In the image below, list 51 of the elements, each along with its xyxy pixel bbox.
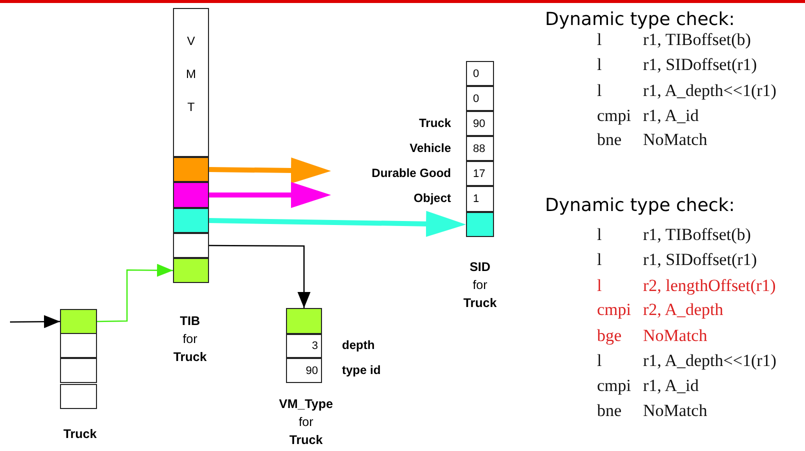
field-label: Truck: [418, 116, 451, 130]
caption: SID for Truck: [462, 259, 498, 312]
code-line: l r1, A_depth<<1(r1): [597, 81, 776, 101]
arrow: [96, 264, 173, 322]
field-label: type id: [342, 362, 381, 376]
caption: TIB for Truck: [172, 313, 208, 366]
code-line: l r1, SIDoffset(r1): [597, 55, 757, 75]
memory-cell: 90: [466, 111, 494, 136]
code-line: l r2, lengthOffset(r1): [597, 276, 776, 296]
memory-cell: [173, 157, 209, 182]
arrow: [209, 244, 310, 308]
caption: VM_Type for Truck: [278, 396, 334, 449]
memory-cell: [173, 182, 209, 208]
memory-cell: [173, 258, 209, 283]
code-line: l r1, TIBoffset(b): [597, 30, 751, 50]
field-label: Durable Good: [372, 166, 451, 180]
memory-cell: 90: [286, 358, 322, 383]
arrow: [208, 210, 466, 237]
code-line: l r1, SIDoffset(r1): [597, 250, 757, 270]
memory-cell: 1: [466, 186, 494, 212]
code-heading: Dynamic type check:: [545, 195, 735, 216]
memory-cell: [60, 384, 97, 409]
code-line: bge NoMatch: [597, 326, 708, 346]
caption: Truck: [62, 426, 98, 443]
memory-cell: [466, 212, 494, 237]
memory-cell: [60, 358, 97, 383]
memory-cell: [60, 309, 97, 334]
field-label: depth: [342, 338, 375, 352]
memory-cell: [60, 333, 97, 358]
code-line: bne NoMatch: [597, 130, 708, 150]
memory-cell: 0: [466, 86, 494, 111]
code-line: l r1, A_depth<<1(r1): [597, 351, 776, 371]
vmt-block: V M T: [173, 8, 209, 157]
arrow: [10, 315, 60, 328]
memory-cell: [173, 233, 209, 258]
code-heading: Dynamic type check:: [545, 9, 735, 30]
code-line: cmpi r2, A_depth: [597, 300, 724, 320]
arrow: [209, 182, 331, 208]
arrow: [208, 158, 331, 184]
code-line: bne NoMatch: [597, 401, 708, 421]
memory-cell: 17: [466, 161, 494, 186]
memory-cell: [286, 308, 322, 334]
field-label: Object: [414, 191, 451, 205]
code-line: l r1, TIBoffset(b): [597, 225, 751, 245]
memory-cell: 88: [466, 136, 494, 161]
field-label: Vehicle: [410, 140, 451, 154]
code-line: cmpi r1, A_id: [597, 106, 699, 126]
memory-cell: 0: [466, 61, 494, 86]
code-line: cmpi r1, A_id: [597, 376, 699, 396]
memory-cell: 3: [286, 334, 322, 358]
memory-cell: [173, 208, 209, 233]
